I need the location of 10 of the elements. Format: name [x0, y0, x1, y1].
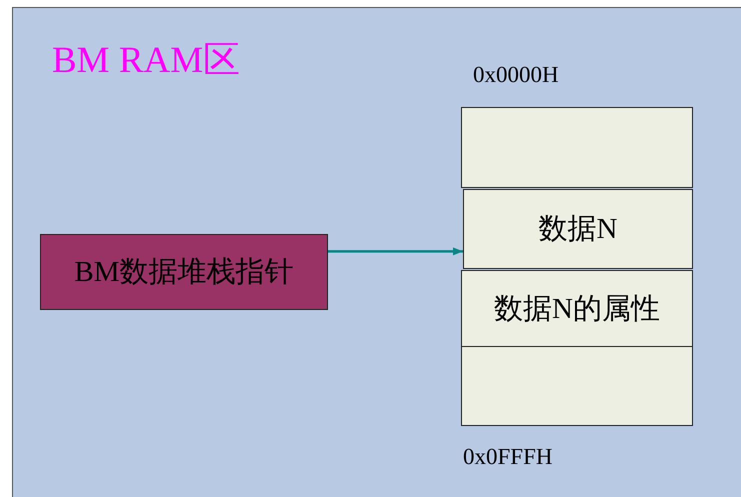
- pointer-box: BM数据堆栈指针: [40, 234, 328, 310]
- address-label: 0x0000H: [473, 62, 559, 88]
- region-heading: BM RAM区: [52, 42, 240, 79]
- region-panel: [12, 7, 741, 497]
- memory-cell: 数据N: [463, 189, 693, 269]
- memory-cell: 数据N的属性: [461, 270, 693, 347]
- address-label: 0x0FFFH: [463, 444, 552, 470]
- arrow: [328, 247, 463, 256]
- empty-memory-cell: [461, 346, 693, 426]
- empty-memory-cell: [461, 107, 693, 188]
